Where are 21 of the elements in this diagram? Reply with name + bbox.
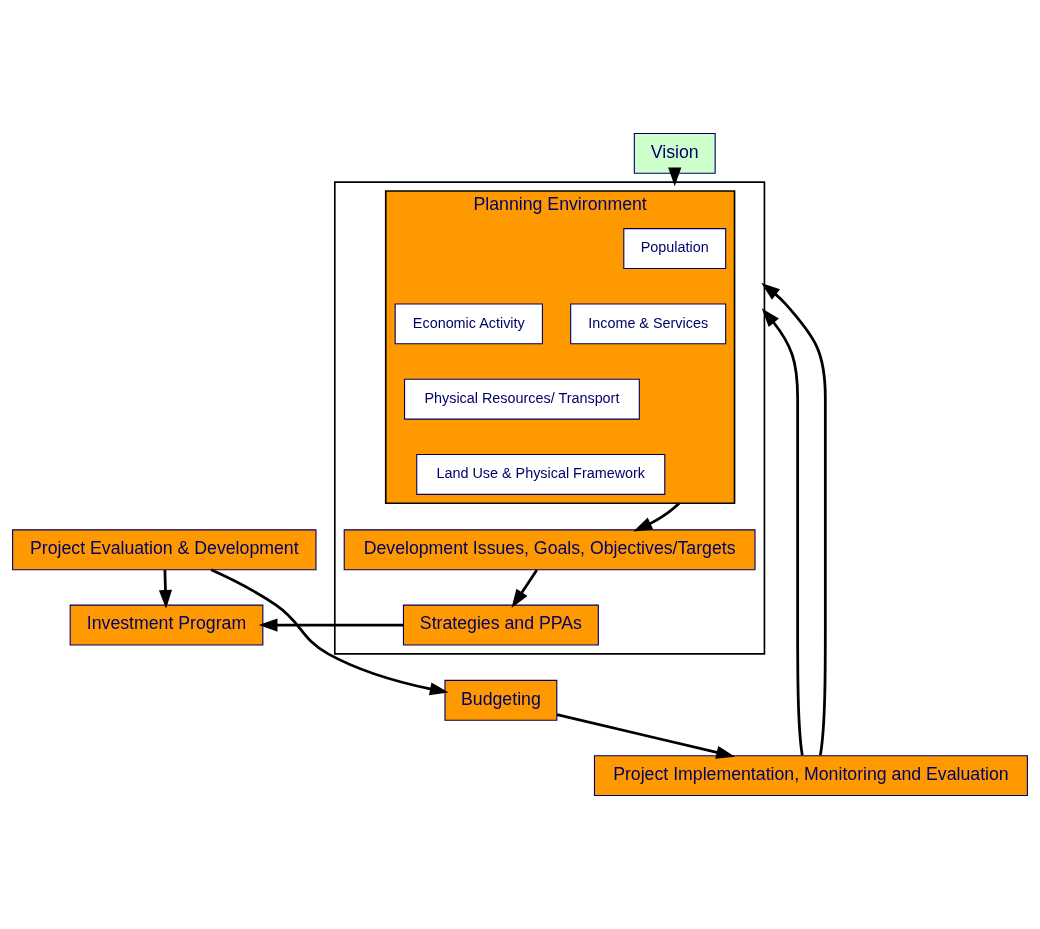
node-box: Project Evaluation & Development	[12, 529, 317, 571]
arrow	[258, 618, 404, 632]
arrow	[158, 570, 173, 609]
arrow	[761, 282, 827, 756]
node-box: Investment Program	[69, 604, 264, 646]
node-box: Land Use & Physical Framework	[416, 453, 666, 495]
arrow	[556, 713, 736, 759]
arrow	[633, 502, 681, 532]
arrow	[761, 308, 804, 756]
node-box: Budgeting	[444, 679, 558, 721]
node-box: Strategies and PPAs	[402, 604, 599, 646]
arrow	[210, 568, 449, 696]
node-box: Project Implementation, Monitoring and Evaluation	[593, 755, 1028, 797]
arrow	[511, 569, 538, 609]
node-box: Population	[623, 228, 727, 270]
node-box: Income & Services	[570, 303, 727, 345]
node-box: Economic Activity	[394, 303, 543, 345]
arrow	[668, 167, 682, 187]
node-box: Development Issues, Goals, Objectives/Targets	[343, 529, 756, 571]
cluster	[334, 181, 766, 655]
node-box: Physical Resources/ Transport	[404, 378, 640, 420]
